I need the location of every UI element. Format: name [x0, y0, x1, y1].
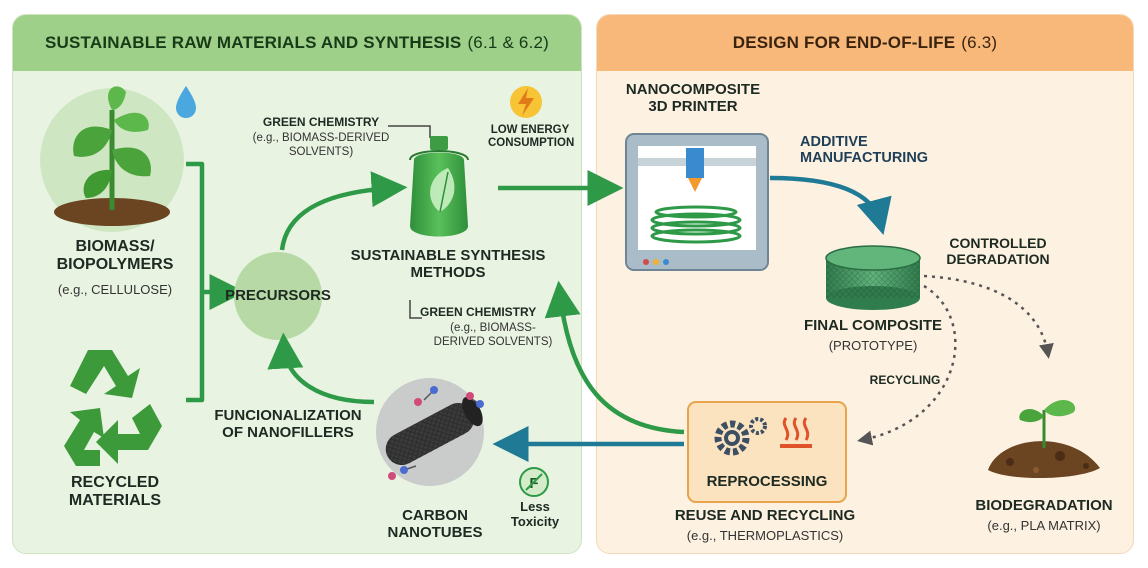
recycled-title-line1: RECYCLED [70, 474, 159, 491]
additive-line1: ADDITIVE [800, 134, 868, 150]
3d-printer-icon [625, 133, 769, 271]
precursors-circle [234, 252, 322, 340]
heat-icon [780, 417, 812, 448]
panel-right-ref: (6.3) [961, 33, 998, 52]
recycled-label: RECYCLED MATERIALS [30, 474, 200, 510]
funcionalization-label: FUNCIONALIZATION OF NANOFILLERS [198, 407, 378, 442]
biodegradation-title: BIODEGRADATION [975, 497, 1113, 514]
green-chemistry-top-line3: SOLVENTS) [288, 145, 354, 158]
biomass-title-line2: BIOPOLYMERS [56, 255, 174, 273]
svg-text:F: F [529, 475, 538, 492]
additive-label: ADDITIVE MANUFACTURING [800, 134, 940, 166]
printer-line1: NANOCOMPOSITE [625, 81, 761, 98]
green-chemistry-top-line1: GREEN CHEMISTRY [262, 115, 380, 129]
recycle-icon [64, 350, 162, 466]
panel-right-header: DESIGN FOR END-OF-LIFE (6.3) [597, 15, 1133, 71]
green-chemistry-bottom-example: (e.g., BIOMASS- DERIVED SOLVENTS) [428, 322, 558, 350]
less-toxicity-line1: Less [520, 499, 550, 514]
panel-right-title: DESIGN FOR END-OF-LIFE [732, 33, 956, 52]
printer-line2: 3D PRINTER [648, 97, 738, 115]
lightning-icon [510, 86, 542, 118]
synthesis-jar-icon [409, 136, 469, 237]
biomass-example: (e.g., CELLULOSE) [57, 282, 173, 297]
cnt-line2: NANOTUBES [387, 523, 483, 541]
controlled-line1: CONTROLLED [949, 235, 1047, 251]
additive-line2: MANUFACTURING [800, 150, 929, 167]
arrow-reprocessing-to-synthesis [544, 280, 685, 435]
controlled-line2: DEGRADATION [946, 250, 1050, 267]
recycling-label: RECYCLING [869, 373, 941, 387]
panel-left-header: SUSTAINABLE RAW MATERIALS AND SYNTHESIS … [13, 15, 581, 71]
biodegradation-soil-icon [988, 400, 1100, 479]
less-toxicity-label: Less Toxicity [504, 499, 566, 529]
green-chemistry-bottom-leader [409, 300, 422, 319]
carbon-nanotube-icon [376, 378, 484, 486]
dotted-arrow-recycling [857, 284, 957, 446]
final-composite-title: FINAL COMPOSITE [803, 317, 943, 334]
less-toxicity-line2: Toxicity [510, 513, 560, 529]
reprocessing-label: REPROCESSING [706, 473, 828, 490]
controlled-degradation-label: CONTROLLED DEGRADATION [928, 235, 1068, 267]
green-chemistry-top-label: GREEN CHEMISTRY [246, 115, 396, 129]
gear-icon [714, 417, 767, 456]
green-chemistry-bottom-label: GREEN CHEMISTRY [420, 305, 537, 319]
synthesis-line2: METHODS [410, 263, 486, 281]
reuse-sub: (e.g., THERMOPLASTICS) [686, 528, 844, 543]
low-energy-line2: CONSUMPTION [488, 136, 575, 149]
cnt-line1: CARBON [402, 507, 468, 524]
green-chemistry-top-example: (e.g., BIOMASS-DERIVED SOLVENTS) [246, 132, 396, 160]
recycled-title-line2: MATERIALS [68, 491, 162, 509]
water-drop-icon [176, 86, 196, 118]
synthesis-line1: SUSTAINABLE SYNTHESIS [350, 247, 546, 264]
biomass-plant-icon [40, 86, 184, 232]
green-chemistry-bottom-line3: DERIVED SOLVENTS) [433, 335, 553, 348]
green-chemistry-top-line2: (e.g., BIOMASS-DERIVED [252, 132, 390, 144]
arrow-cnt-to-precursors [267, 332, 375, 405]
arrow-precursors-to-synthesis [279, 171, 408, 251]
reuse-title: REUSE AND RECYCLING [674, 507, 856, 524]
low-energy-line1: LOW ENERGY [490, 124, 570, 136]
low-energy-label: LOW ENERGY CONSUMPTION [488, 124, 575, 150]
funcionalization-line2: OF NANOFILLERS [222, 423, 354, 441]
biomass-label: BIOMASS/ BIOPOLYMERS [30, 238, 200, 274]
synthesis-label: SUSTAINABLE SYNTHESIS METHODS [338, 247, 558, 282]
precursors-label: PRECURSORS [225, 287, 331, 304]
panel-left-ref: (6.1 & 6.2) [467, 33, 550, 52]
dotted-arrow-to-biodegradation [923, 274, 1054, 359]
biodegradation-sub: (e.g., PLA MATRIX) [987, 518, 1101, 533]
printer-label: NANOCOMPOSITE 3D PRINTER [600, 81, 786, 116]
biomass-title-line1: BIOMASS/ [75, 238, 155, 255]
final-composite-sub: (PROTOTYPE) [828, 338, 918, 353]
green-chemistry-bottom-line2: (e.g., BIOMASS- [450, 322, 536, 334]
arrow-printer-to-composite [769, 175, 892, 236]
merge-arrow-to-precursors [186, 161, 232, 403]
cnt-label: CARBON NANOTUBES [380, 507, 490, 542]
panel-left-title: SUSTAINABLE RAW MATERIALS AND SYNTHESIS [44, 33, 462, 52]
green-chemistry-top-leader [388, 125, 431, 138]
funcionalization-line1: FUNCIONALIZATION [214, 407, 362, 424]
less-toxicity-icon: F [519, 467, 549, 497]
final-composite-cylinder [825, 245, 921, 310]
